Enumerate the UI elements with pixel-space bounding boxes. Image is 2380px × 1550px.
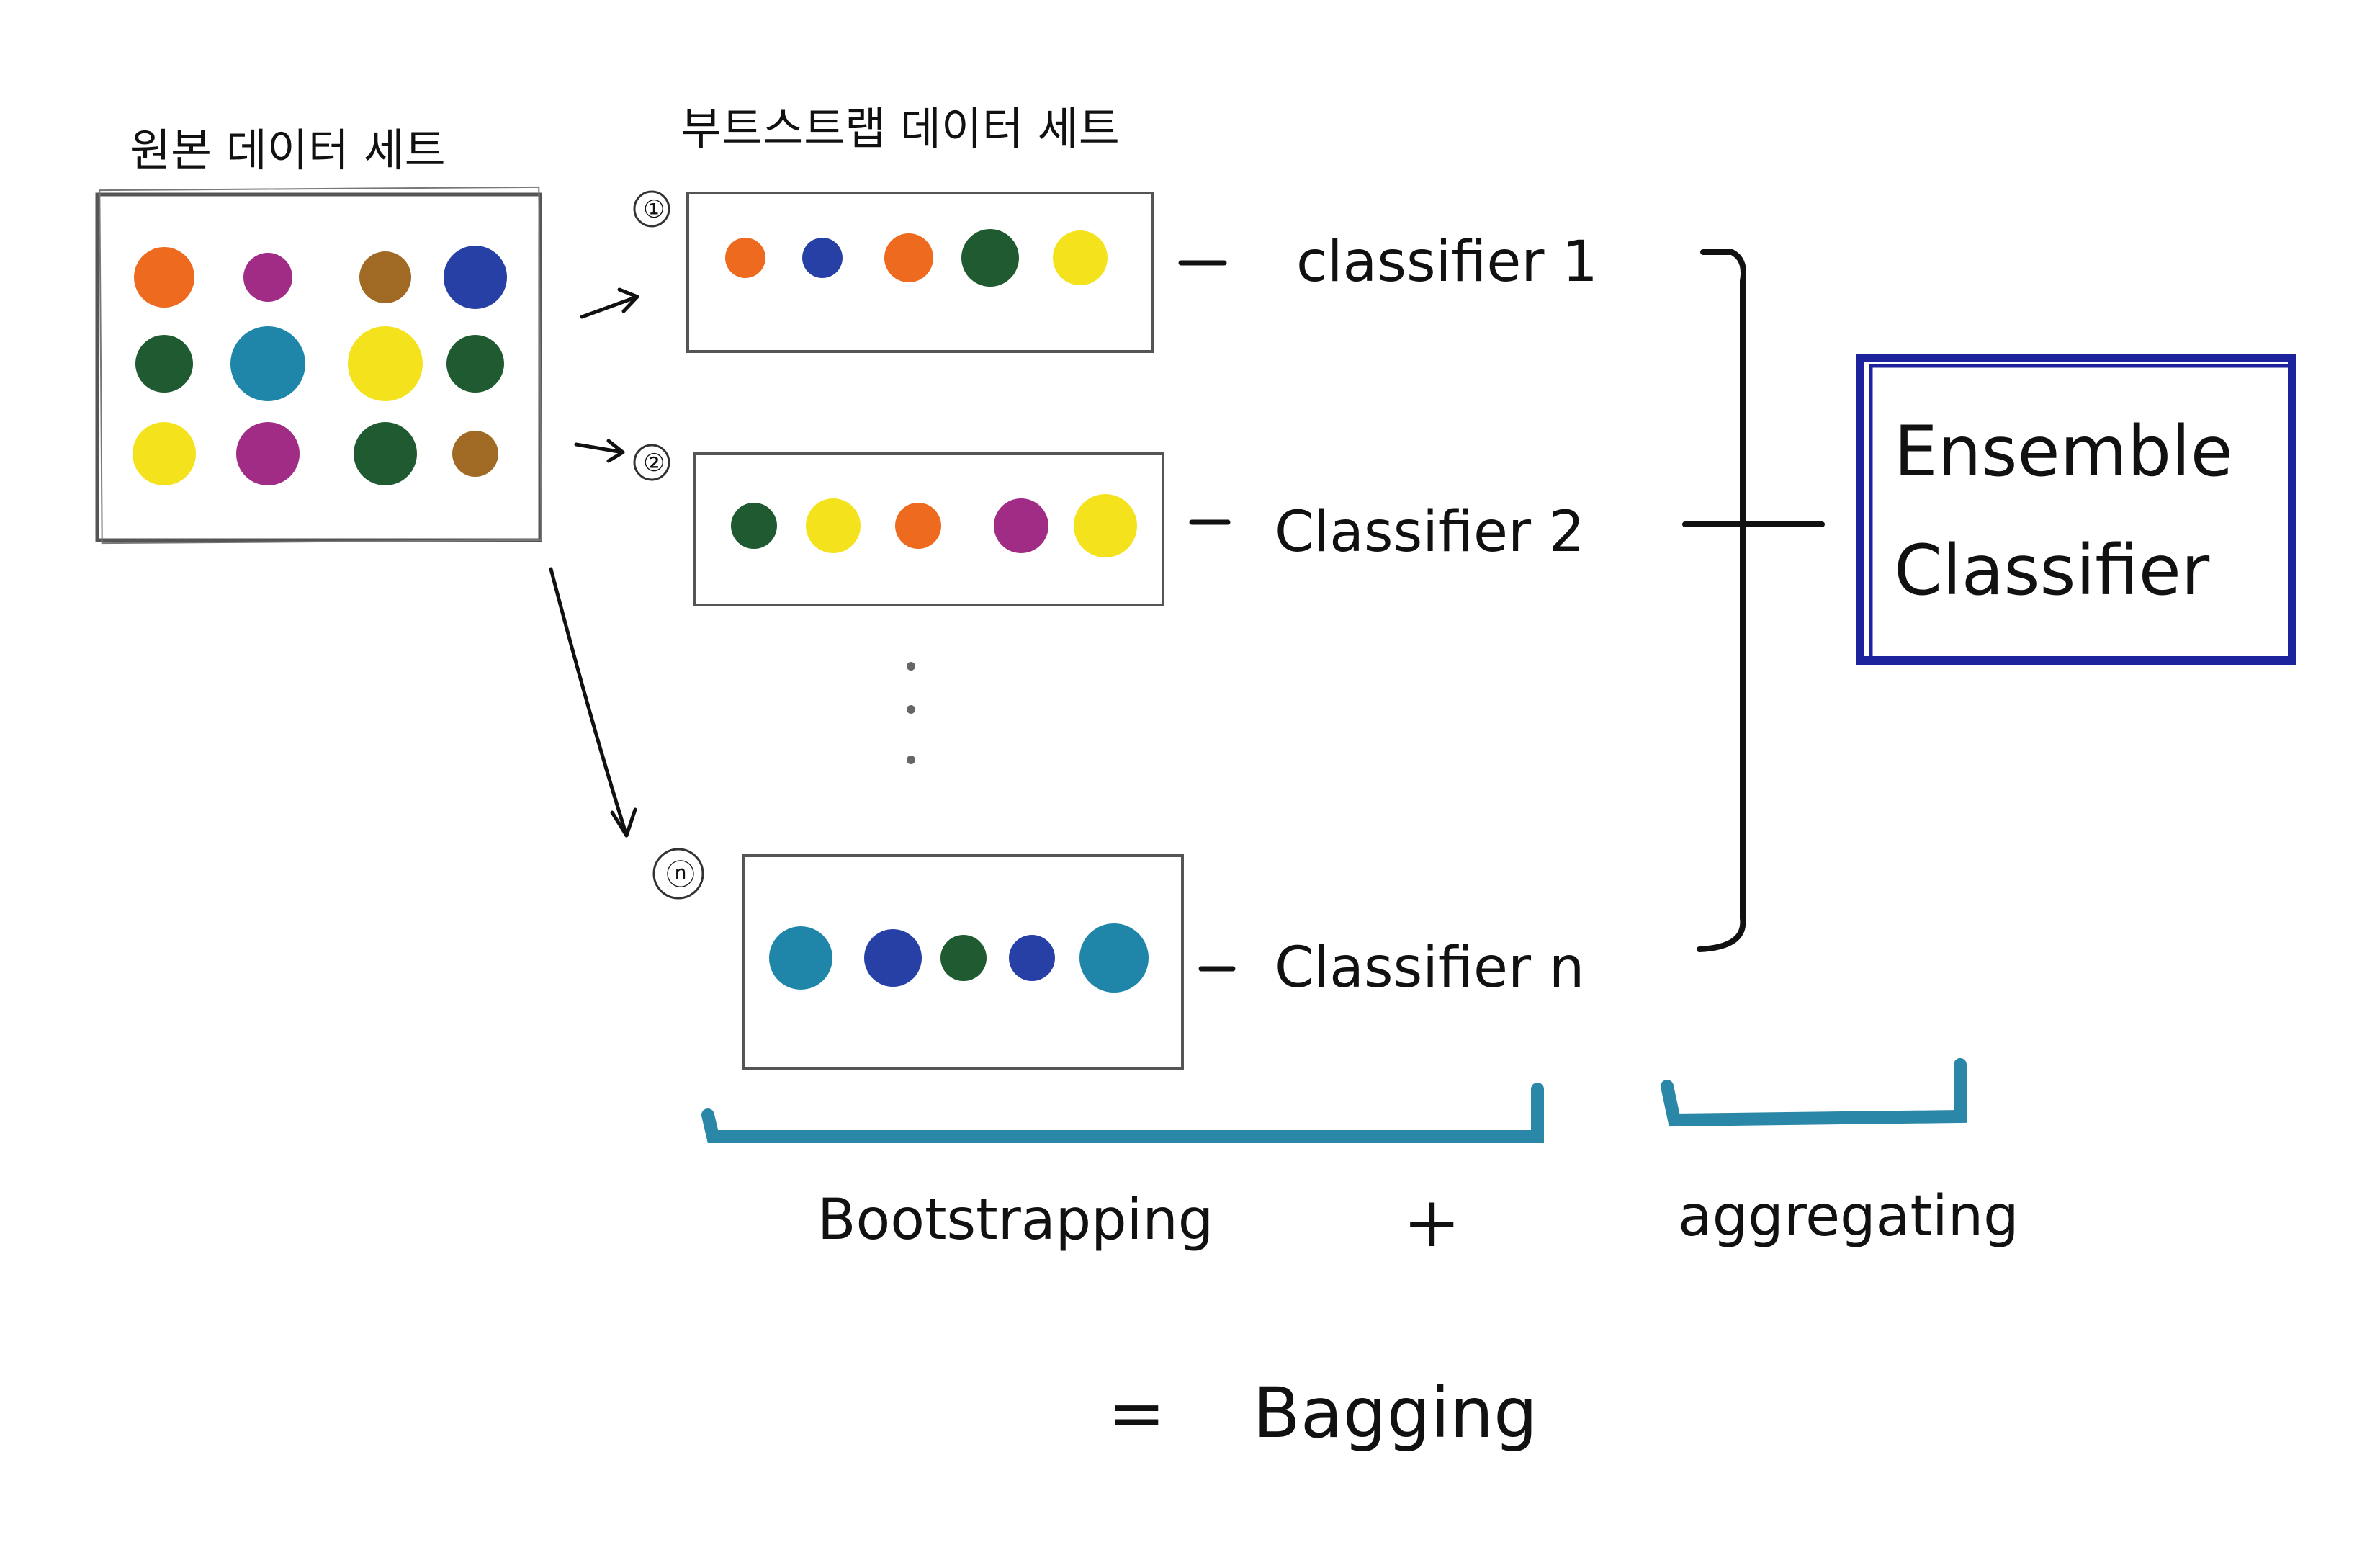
data-point [446,335,504,393]
data-point [444,246,507,309]
sample-point [731,503,777,549]
equals-sign: = [1108,1373,1165,1453]
sample-point [940,935,987,981]
data-point [359,251,411,303]
bootstrap-dataset-title: 부트스트랩 데이터 세트 [681,102,1120,155]
data-point [135,335,193,393]
sample-point [884,233,933,282]
sample-point [802,238,843,278]
classifier-connectors [1178,260,1236,972]
sample-point [895,503,941,549]
plus-sign: + [1403,1182,1460,1263]
classifier-2-label: Classifier 2 [1275,500,1585,565]
original-dataset-dots [133,246,507,485]
ensemble-label: Ensemble [1894,411,2233,492]
bootstrap-set-2-dots [731,494,1137,557]
sample-point [725,238,765,278]
sample-point [1079,923,1149,993]
sample-point [806,498,861,553]
sample-markers: ① ② ⓝ [633,190,704,900]
sampling-arrows [549,287,639,838]
data-point [348,326,423,401]
original-dataset-box [95,186,542,545]
sample-point [1053,230,1108,285]
ellipsis-dots [907,662,915,764]
bootstrapping-brace [701,1083,1544,1143]
bootstrap-set-1-dots [725,229,1108,287]
data-point [133,422,196,485]
bootstrap-set-2 [693,452,1164,606]
marker-2: ② [643,449,665,478]
bootstrap-set-n [742,854,1184,1070]
data-point [236,422,300,485]
arrow-to-set-2 [574,442,625,454]
marker-n: ⓝ [666,859,695,892]
ensemble-classifier-label: Classifier [1894,530,2210,611]
arrow-to-set-1 [580,295,639,319]
bootstrapping-label: Bootstrapping [817,1188,1213,1253]
data-point [243,253,292,302]
bottom-braces [701,1058,1967,1143]
classifier-1-label: classifier 1 [1296,230,1598,295]
marker-1: ① [643,195,665,224]
bagging-label: Bagging [1253,1373,1537,1453]
sample-point [994,498,1048,553]
sample-point [769,926,832,990]
data-point [230,326,305,401]
sample-point [961,229,1019,287]
aggregating-label: aggregating [1678,1184,2019,1249]
aggregating-brace [1661,1058,1967,1127]
bootstrap-set-n-dots [769,923,1149,993]
data-point [354,422,417,485]
sample-point [1009,935,1055,981]
ensemble-classifier-box: Ensemble Classifier [1856,354,2296,665]
data-point [134,247,194,308]
bootstrap-set-1 [686,192,1154,353]
sample-point [864,929,922,987]
aggregation-bracket [1682,249,1825,952]
original-dataset-title: 원본 데이터 세트 [130,124,446,176]
data-point [452,431,498,477]
classifier-n-label: Classifier n [1275,936,1584,1000]
arrow-to-set-n [549,567,629,838]
sample-point [1074,494,1137,557]
